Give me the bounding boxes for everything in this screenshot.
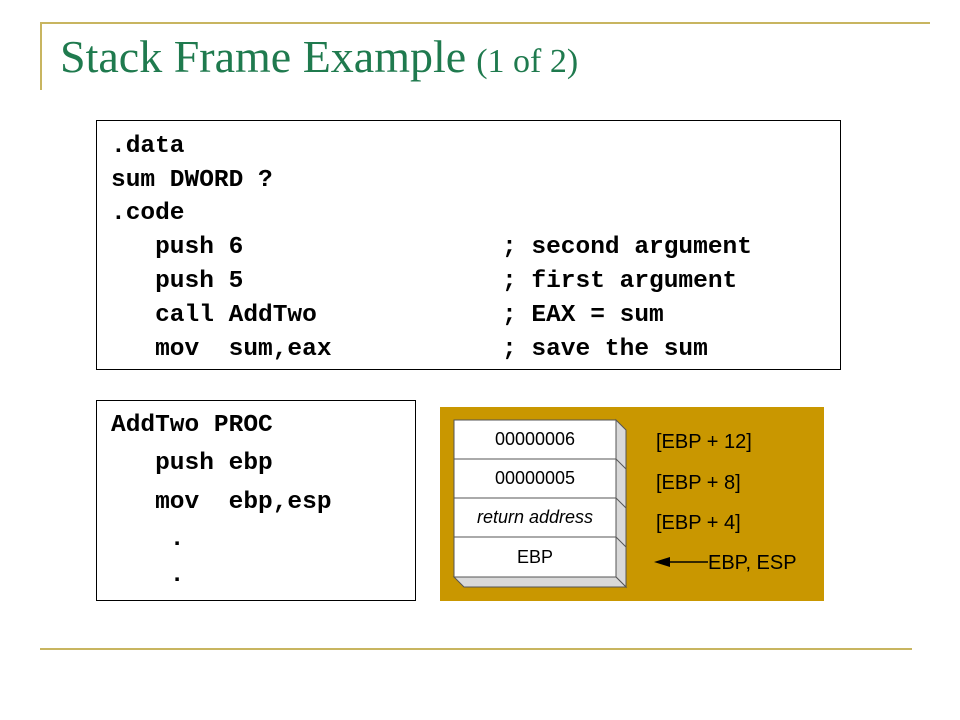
stack-cell	[453, 536, 617, 578]
title-sub: (1 of 2)	[476, 43, 579, 80]
stack-side-divider	[615, 458, 627, 470]
main-code-box: .data sum DWORD ? .code push 6 ; second …	[96, 120, 841, 370]
code-line: mov ebp,esp	[111, 489, 332, 516]
stack-diagram-svg: 00000006 00000005 return address EBP [EB…	[452, 418, 797, 589]
stack-cell	[453, 497, 617, 538]
code-line: push ebp	[111, 450, 273, 477]
stack-bottom-face	[452, 576, 628, 588]
code-line: push 5	[111, 268, 244, 295]
code-line: .	[111, 562, 185, 589]
stack-cell-value: 00000006	[495, 429, 575, 449]
stack-offset-label: [EBP + 4]	[656, 512, 741, 534]
page-title: Stack Frame Example(1 of 2)	[60, 30, 578, 83]
code-comment: ; first argument	[502, 268, 738, 295]
stack-offset-label: [EBP + 8]	[656, 472, 741, 494]
stack-cell-value: return address	[477, 507, 593, 527]
code-line: call AddTwo	[111, 302, 317, 329]
code-line: push 6	[111, 234, 244, 261]
stack-cell	[453, 419, 617, 460]
decorative-rule-left	[40, 22, 42, 90]
code-comment: ; second argument	[502, 234, 752, 261]
stack-side-divider	[615, 497, 627, 509]
code-line: .code	[111, 200, 185, 227]
stack-offset-label: [EBP + 12]	[656, 431, 752, 453]
title-main: Stack Frame Example	[60, 31, 467, 82]
code-line: mov sum,eax	[111, 336, 332, 363]
stack-pointer-label: EBP, ESP	[708, 552, 797, 574]
code-comment: ; EAX = sum	[502, 302, 664, 329]
code-line: sum DWORD ?	[111, 167, 273, 194]
code-line: .	[111, 526, 185, 553]
pointer-arrow-head	[654, 557, 670, 567]
decorative-rule-top	[40, 22, 930, 24]
stack-diagram: 00000006 00000005 return address EBP [EB…	[440, 407, 824, 601]
stack-side-divider	[615, 536, 627, 548]
code-line: .data	[111, 133, 185, 160]
decorative-rule-bottom	[40, 648, 912, 650]
code-line: AddTwo PROC	[111, 412, 273, 439]
proc-code-box: AddTwo PROC push ebp mov ebp,esp . .	[96, 400, 416, 601]
code-comment: ; save the sum	[502, 336, 708, 363]
stack-cell-value: EBP	[517, 547, 553, 567]
stack-cell-value: 00000005	[495, 468, 575, 488]
